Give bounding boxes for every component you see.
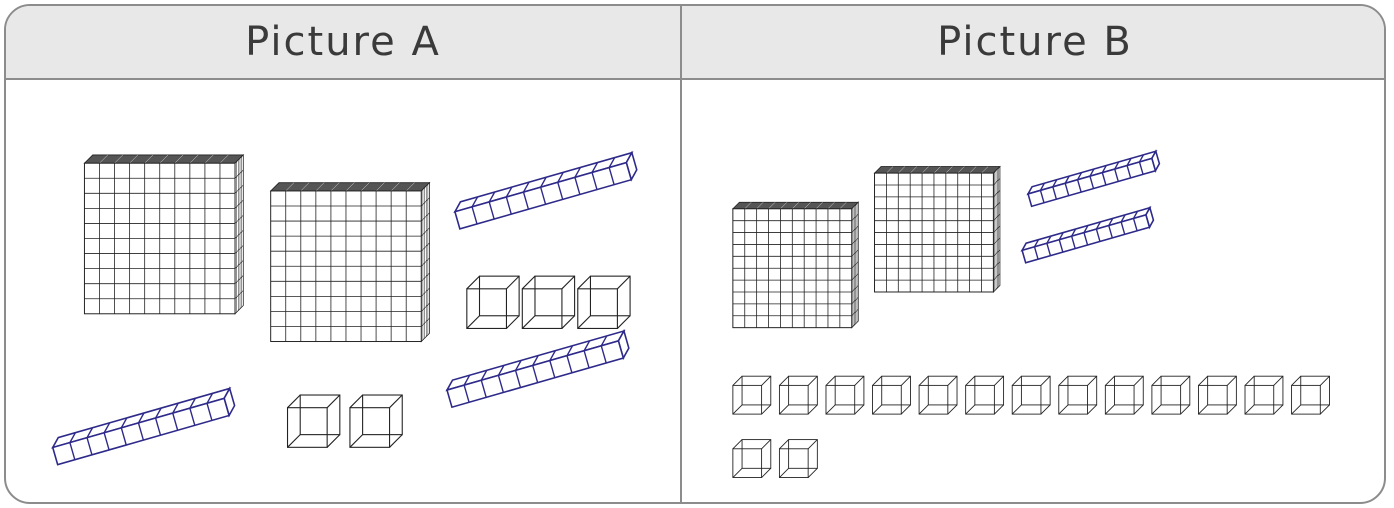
ten-rod — [1021, 208, 1156, 263]
hundred-flat — [271, 183, 430, 342]
hundred-flat — [733, 202, 858, 327]
unit-cube — [467, 276, 519, 328]
unit-cube — [522, 276, 574, 328]
unit-cube — [919, 376, 957, 414]
hundred-flat — [84, 155, 243, 314]
unit-cube — [578, 276, 630, 328]
picture-a-title: Picture A — [6, 6, 680, 80]
picture-b-blocks-area — [682, 80, 1386, 502]
hundred-flat — [875, 167, 1000, 292]
unit-cube — [1152, 376, 1190, 414]
picture-a-blocks-area — [6, 80, 680, 502]
unit-cube — [733, 376, 771, 414]
unit-cube — [1198, 376, 1236, 414]
unit-cube — [1292, 376, 1330, 414]
unit-cube — [779, 440, 817, 478]
unit-cube — [350, 395, 402, 447]
unit-cube — [1059, 376, 1097, 414]
unit-cube — [288, 395, 340, 447]
unit-cube — [1105, 376, 1143, 414]
unit-cube — [1012, 376, 1050, 414]
comparison-frame: Picture A Picture B — [4, 4, 1386, 504]
unit-cube — [826, 376, 864, 414]
picture-b-title: Picture B — [682, 6, 1386, 80]
unit-cube — [733, 440, 771, 478]
unit-cube — [873, 376, 911, 414]
unit-cube — [779, 376, 817, 414]
unit-cube — [966, 376, 1004, 414]
panel-picture-b: Picture B — [680, 6, 1386, 502]
panel-picture-a: Picture A — [6, 6, 680, 502]
picture-b-base-ten-blocks — [682, 80, 1386, 502]
ten-rod — [445, 331, 631, 407]
ten-rod — [453, 153, 639, 229]
picture-a-base-ten-blocks — [6, 80, 680, 502]
ten-rod — [51, 388, 237, 464]
ten-rod — [1026, 151, 1161, 206]
unit-cube — [1245, 376, 1283, 414]
